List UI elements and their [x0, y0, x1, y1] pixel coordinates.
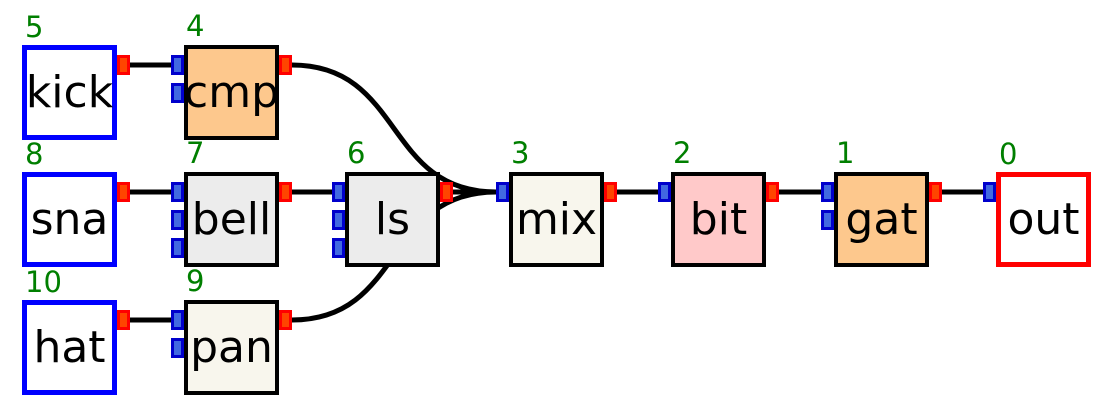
input-port[interactable] [171, 310, 184, 330]
node-label: mix [515, 193, 598, 245]
node-out[interactable]: 0 out [983, 140, 1091, 267]
node-label: bit [689, 193, 748, 245]
node-kick[interactable]: 5 kick [22, 13, 130, 140]
node-hat[interactable]: 10 hat [22, 268, 130, 395]
node-id-label: 9 [186, 264, 205, 298]
node-mix[interactable]: 3 mix [496, 139, 617, 267]
node-label: gat [845, 193, 918, 245]
node-label: pan [190, 321, 273, 373]
node-gat[interactable]: 1 gat [821, 139, 942, 267]
output-port[interactable] [929, 182, 942, 202]
input-port[interactable] [821, 210, 834, 230]
node-label: hat [33, 321, 106, 373]
input-port[interactable] [658, 182, 671, 202]
node-label: sna [30, 193, 109, 245]
input-port[interactable] [332, 210, 345, 230]
node-pan[interactable]: 9 pan [171, 267, 292, 395]
node-label: kick [25, 66, 114, 118]
output-port[interactable] [279, 182, 292, 202]
node-id-label: 10 [25, 265, 62, 299]
node-id-label: 0 [999, 137, 1018, 171]
input-port[interactable] [171, 55, 184, 75]
node-sna[interactable]: 8 sna [22, 140, 130, 267]
node-cmp[interactable]: 4 cmp [171, 12, 292, 140]
node-label: ls [374, 193, 411, 245]
input-port[interactable] [171, 182, 184, 202]
output-port[interactable] [117, 55, 130, 75]
node-id-label: 5 [25, 10, 44, 44]
node-label: cmp [184, 66, 279, 118]
node-id-label: 1 [836, 136, 855, 170]
node-id-label: 8 [25, 137, 44, 171]
node-id-label: 6 [347, 136, 366, 170]
input-port[interactable] [171, 338, 184, 358]
output-port[interactable] [279, 310, 292, 330]
node-id-label: 7 [186, 136, 205, 170]
output-port[interactable] [604, 182, 617, 202]
node-id-label: 4 [186, 9, 205, 43]
node-bell[interactable]: 7 bell [171, 139, 292, 267]
node-id-label: 2 [673, 136, 692, 170]
output-port[interactable] [766, 182, 779, 202]
node-id-label: 3 [511, 136, 530, 170]
input-port[interactable] [171, 83, 184, 103]
input-port[interactable] [821, 182, 834, 202]
input-port[interactable] [332, 238, 345, 258]
input-port[interactable] [171, 238, 184, 258]
node-label: bell [191, 193, 272, 245]
node-label: out [1007, 193, 1080, 245]
output-port[interactable] [440, 182, 453, 202]
output-port[interactable] [117, 310, 130, 330]
input-port[interactable] [496, 182, 509, 202]
input-port[interactable] [983, 182, 996, 202]
wire-cmp-to-mix [291, 62, 497, 195]
input-port[interactable] [171, 210, 184, 230]
node-bit[interactable]: 2 bit [658, 139, 779, 267]
output-port[interactable] [117, 182, 130, 202]
output-port[interactable] [279, 55, 292, 75]
input-port[interactable] [332, 182, 345, 202]
